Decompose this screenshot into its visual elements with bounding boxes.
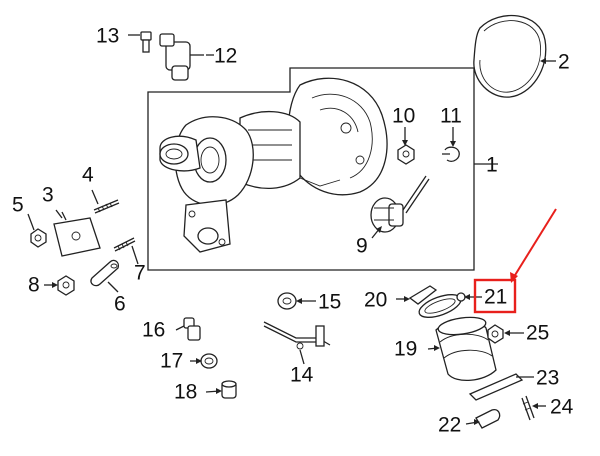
highlight-box [473,278,517,314]
nut-part [397,144,415,165]
actuator-part [370,175,430,233]
callout-2: 2 [558,51,570,74]
highlight-arrowhead [510,272,518,283]
callout-1: 1 [486,154,498,177]
turbocharger-assembly-drawing [159,77,388,253]
callout-7: 7 [134,262,146,285]
callout-18: 18 [174,381,197,404]
nut-5-part [30,228,47,248]
nut-8-part [57,275,75,296]
callout-13: 13 [96,25,119,48]
nut-25-part [487,324,504,344]
oil-line-part [90,259,120,287]
callout-9: 9 [356,235,368,258]
callout-6: 6 [114,293,126,316]
callout-24: 24 [550,396,574,419]
heat-shield-part [53,211,101,257]
callout-15: 15 [318,291,341,314]
callout-11: 11 [440,105,462,128]
bracket-part [468,373,524,401]
callout-22: 22 [438,414,461,437]
stud-part [93,199,120,214]
sleeve-part [475,408,501,429]
callout-16: 16 [142,319,165,342]
callout-4: 4 [82,164,94,187]
callout-12: 12 [214,45,237,68]
callout-8: 8 [28,274,40,297]
clamp-bracket-part [408,285,438,305]
screw-part [128,31,152,53]
callout-23: 23 [536,367,559,390]
fitting-part [183,317,201,341]
callout-5: 5 [12,194,24,217]
callout-25: 25 [526,322,549,345]
oil-pipe-part [263,321,331,350]
leader-lines [27,54,556,425]
stud-7-part [113,237,136,252]
gasket-ring-part [473,14,547,98]
washer-part [200,353,218,369]
callout-10: 10 [392,105,415,128]
hose-part [435,316,497,381]
seal-ring-part [277,292,297,310]
callout-20: 20 [364,289,387,312]
sensor-part [159,33,204,81]
highlight-arrow [511,208,557,281]
bolt-part [521,395,535,421]
clip-part [442,146,460,162]
plug-part [221,380,237,399]
callout-19: 19 [394,338,417,361]
callout-3: 3 [42,184,54,207]
callout-14: 14 [290,364,314,387]
callout-21: 21 [484,286,507,309]
callout-17: 17 [160,350,183,373]
